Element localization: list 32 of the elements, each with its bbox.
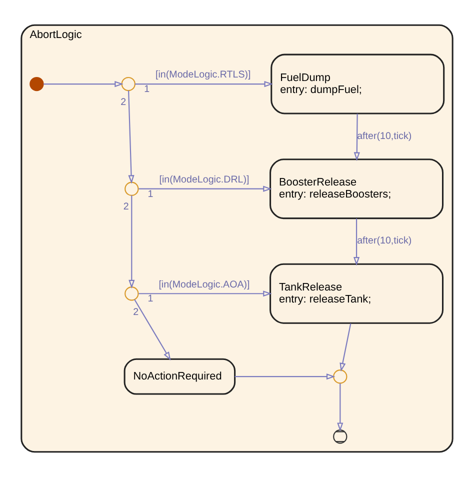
- arrow: [353, 218, 360, 266]
- arrow: [128, 195, 135, 289]
- node-label: 1: [148, 188, 154, 200]
- node-label: 2: [133, 306, 139, 318]
- arrow: [44, 80, 124, 88]
- arrow: [340, 323, 352, 372]
- node-circle: [121, 76, 136, 92]
- arrow: [138, 290, 272, 297]
- arrow: [234, 374, 336, 380]
- edge-label: after(10,tick): [357, 236, 412, 247]
- node-box: NoActionRequired: [124, 358, 236, 395]
- node-label: 1: [148, 294, 154, 305]
- arrow: [134, 299, 171, 361]
- node-circle: [124, 286, 139, 301]
- edge-label: [in(ModeLogic.AOA)]: [158, 279, 250, 290]
- edge-label: [in(ModeLogic.DRL)]: [159, 174, 250, 186]
- node-label: 2: [123, 202, 129, 213]
- node-box: FuelDump entry: dumpFuel;: [270, 54, 445, 114]
- node-circle: [333, 370, 348, 384]
- arrow: [135, 80, 274, 88]
- arrow: [354, 114, 360, 161]
- arrow: [128, 90, 134, 184]
- node-label: 1: [144, 84, 150, 95]
- node-box: TankRelease entry: releaseTank;: [270, 263, 444, 324]
- edge-label: [in(ModeLogic.RTLS)]: [156, 70, 251, 81]
- node-box: BoosterRelease entry: releaseBoosters;: [270, 158, 444, 220]
- edge-label: after(10,tick): [357, 130, 412, 142]
- arrow: [138, 186, 272, 192]
- node-label: 2: [120, 97, 126, 108]
- arrow: [337, 383, 344, 432]
- node-dot: [30, 76, 44, 92]
- node-circle: [124, 182, 139, 196]
